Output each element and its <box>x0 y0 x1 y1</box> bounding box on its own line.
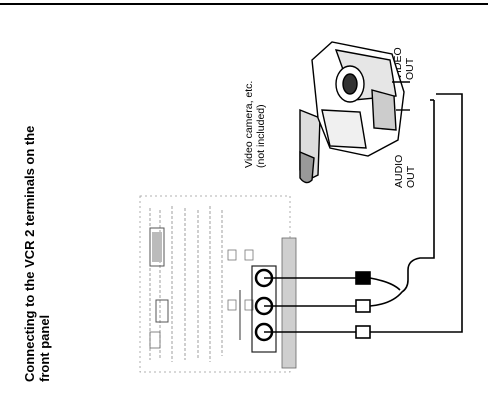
cables <box>264 93 463 339</box>
top-rule <box>0 3 488 5</box>
video-camera-illustration <box>299 41 410 184</box>
vcr-front-panel <box>139 195 297 373</box>
